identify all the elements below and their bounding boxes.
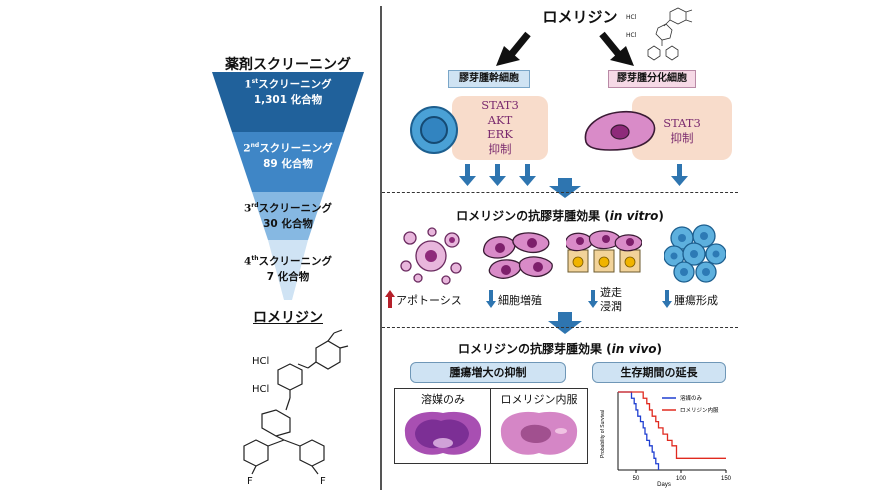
funnel-stage-1-text: 1stスクリーニング 1,301 化合物 — [244, 78, 332, 106]
big-down-arrow-icon — [548, 312, 582, 334]
up-arrow-icon — [385, 290, 395, 308]
survival-chart: 50 100 150 Probability of Survival Days 溶媒… — [600, 391, 732, 488]
diff-cell-label: 膠芽腫分化細胞 — [608, 70, 696, 88]
section-divider-2 — [382, 327, 738, 328]
down-arrow-icon — [588, 290, 598, 308]
down-arrow-icon — [519, 164, 536, 186]
struct-hcl-label-1: HCl — [626, 14, 637, 21]
diff-targets: STAT3 抑制 — [663, 116, 701, 145]
brain-image-lomerizine: ロメリジン内服 — [490, 388, 588, 464]
fluorine-label-1: F — [247, 476, 253, 487]
drug-title-right: ロメリジン — [542, 8, 618, 26]
effect-tumor-formation: 腫瘍形成 — [674, 294, 718, 307]
series-line-2 — [618, 391, 726, 459]
funnel-stage-1 — [212, 72, 364, 132]
funnel-stage-2-text: 2ndスクリーニング 89 化合物 — [243, 142, 333, 170]
hcl-label-1: HCl — [252, 356, 270, 367]
funnel-stage-3-text: 3rdスクリーニング 30 化合物 — [243, 202, 333, 230]
effect-proliferation: 細胞増殖 — [498, 294, 542, 307]
funnel-stage-4-text: 4thスクリーニング 7 化合物 — [244, 255, 332, 283]
series-line-1 — [618, 391, 660, 470]
diff-cell-icon — [584, 110, 656, 151]
stem-target-box — [452, 96, 548, 160]
down-arrow-icon — [662, 290, 672, 308]
lomerizine-structure-small — [647, 7, 693, 61]
stem-cell-label: 膠芽腫幹細胞 — [448, 70, 530, 88]
brain-image-vehicle: 溶媒のみ — [394, 388, 492, 464]
tumor-suppression-label: 腫瘍増大の抑制 — [410, 362, 566, 383]
vitro-title: ロメリジンの抗膠芽腫効果 (in vitro) — [456, 209, 664, 223]
down-arrow-icon — [486, 290, 496, 308]
funnel-stage-2 — [232, 132, 344, 192]
apoptosis-icon — [400, 227, 462, 285]
fluorine-label-2: F — [320, 476, 326, 487]
survival-label: 生存期間の延長 — [592, 362, 726, 383]
funnel-stage-3 — [252, 192, 324, 240]
big-down-arrow-icon — [549, 178, 581, 198]
funnel-stage-4 — [268, 240, 308, 300]
down-arrow-icon — [671, 164, 688, 186]
effect-migration: 遊走 浸潤 — [600, 286, 622, 313]
panel-divider — [380, 6, 382, 490]
migration-invasion-icon — [566, 230, 642, 273]
down-arrow-icon — [459, 164, 476, 186]
chart-xlabel: Days — [657, 482, 671, 488]
vivo-title: ロメリジンの抗膠芽腫効果 (in vivo) — [458, 342, 662, 356]
arrow-right-down-icon — [599, 31, 634, 66]
proliferation-icon — [482, 232, 553, 279]
section-divider-1 — [382, 192, 738, 193]
down-arrow-icon — [489, 164, 506, 186]
screening-title: 薬剤スクリーニング — [225, 57, 351, 73]
split-arrows — [496, 31, 634, 66]
stem-targets: STAT3 AKT ERK 抑制 — [481, 98, 519, 156]
effect-apoptosis: アポトーシス — [396, 294, 462, 307]
drug-name-left: ロメリジン — [253, 310, 323, 326]
legend-label-vehicle: 溶媒のみ — [680, 394, 703, 402]
stem-cell-icon — [410, 106, 458, 154]
struct-hcl-label-2: HCl — [626, 32, 637, 39]
x-tick-label: 50 — [633, 476, 640, 482]
arrow-left-down-icon — [496, 31, 531, 66]
hcl-label-2: HCl — [252, 384, 270, 395]
lomerizine-structure — [243, 329, 349, 475]
screening-funnel — [212, 72, 364, 300]
legend-label-lomerizine: ロメリジン内服 — [680, 406, 719, 414]
chart-ylabel: Probability of Survival — [600, 410, 606, 458]
tumor-formation-icon — [664, 224, 726, 283]
x-tick-label: 150 — [721, 476, 732, 482]
x-tick-label: 100 — [676, 476, 687, 482]
